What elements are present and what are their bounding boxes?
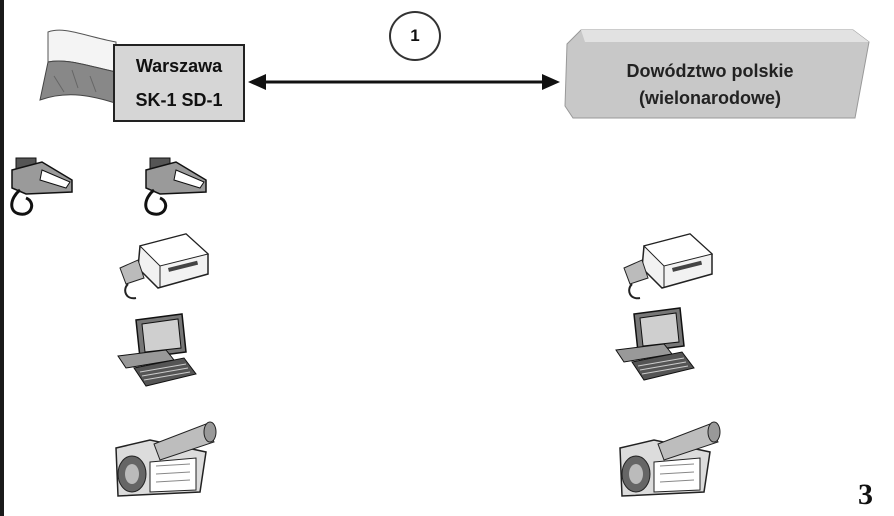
- computer-terminal-icon: [615, 307, 695, 381]
- video-camera-icon: [619, 421, 721, 497]
- polish-flag-icon: [39, 29, 119, 105]
- video-camera-icon: [115, 421, 217, 497]
- page-number: 3: [858, 478, 873, 511]
- node-warszawa-line1: Warszawa: [135, 56, 223, 76]
- fax-machine-icon: [623, 233, 714, 300]
- link-number-badge: 1: [389, 11, 441, 61]
- node-warszawa-line2: SK-1 SD-1: [135, 90, 223, 110]
- scan-edge: [0, 0, 4, 516]
- node-warszawa: Warszawa SK-1 SD-1: [113, 44, 245, 122]
- computer-terminal-icon: [117, 313, 197, 387]
- link-arrow: [248, 74, 560, 90]
- node-dowodztwo-shape: [564, 29, 870, 119]
- fax-machine-icon: [119, 233, 210, 300]
- node-dowodztwo-line2: (wielonarodowe): [638, 88, 781, 108]
- telephone-icon: [10, 157, 73, 216]
- telephone-icon: [144, 157, 207, 216]
- node-dowodztwo: Dowództwo polskie (wielonarodowe): [565, 58, 855, 112]
- node-dowodztwo-line1: Dowództwo polskie: [626, 61, 794, 81]
